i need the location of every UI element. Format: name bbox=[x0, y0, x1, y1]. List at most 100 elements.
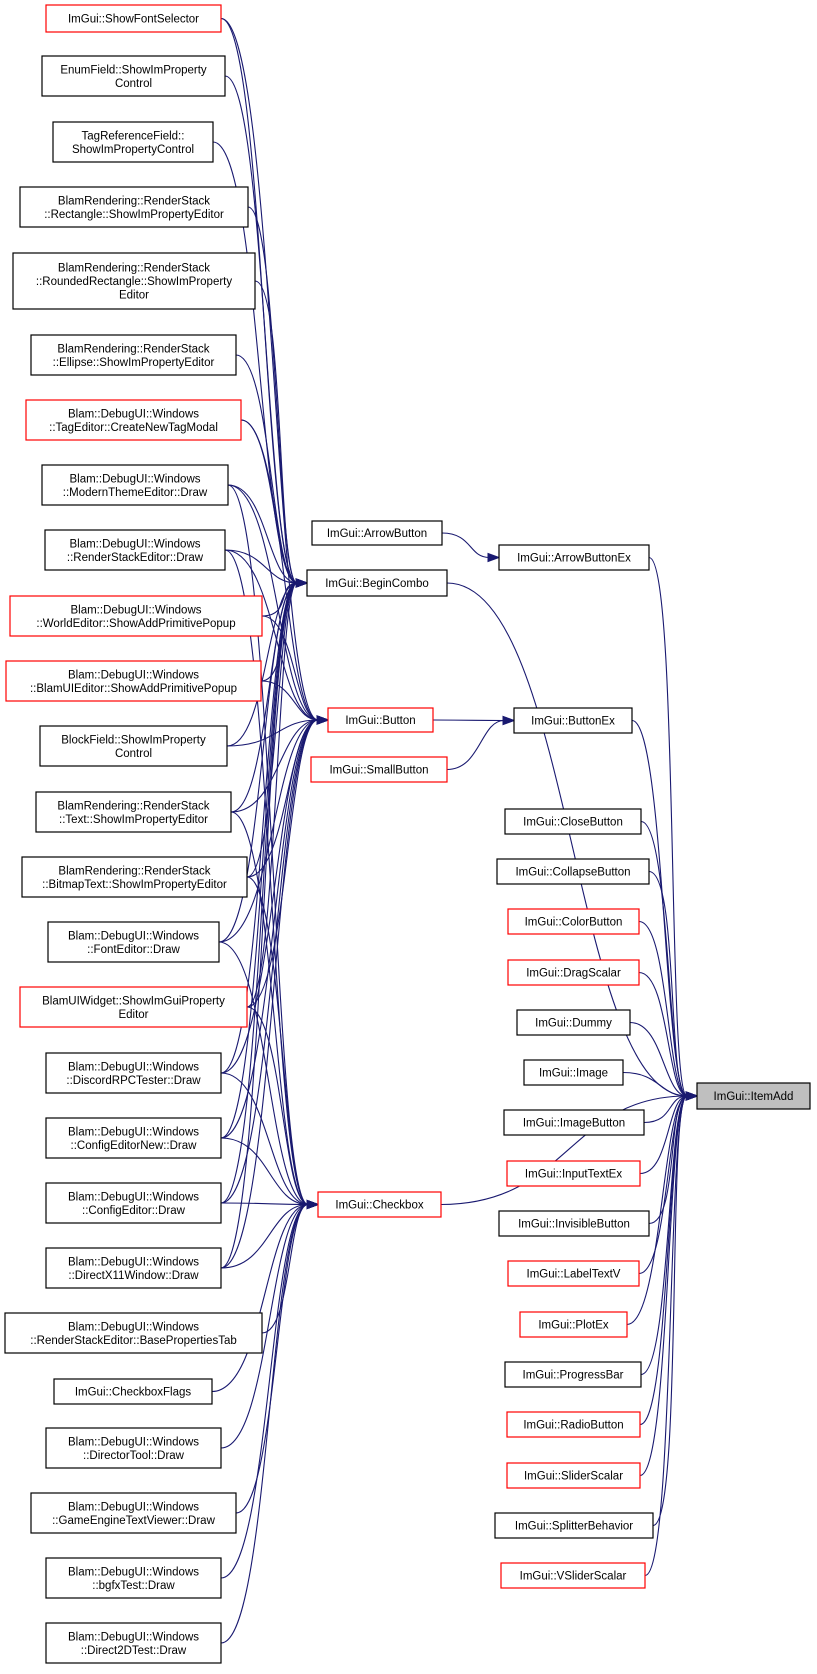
node-box bbox=[516, 1009, 631, 1036]
node-label-line: ::DirectX11Window::Draw bbox=[68, 1270, 199, 1282]
node-imgui-dummy[interactable]: ImGui::Dummy bbox=[516, 1009, 631, 1036]
node-imgui-checkbox[interactable]: ImGui::Checkbox bbox=[317, 1191, 442, 1218]
node-blam-debugui-windows-directx11window-draw[interactable]: Blam::DebugUI::Windows::DirectX11Window:… bbox=[45, 1247, 222, 1289]
node-blam-debugui-windows-worldeditor-showaddprimitivepopup[interactable]: Blam::DebugUI::Windows::WorldEditor::Sho… bbox=[9, 595, 263, 637]
node-blamrendering-renderstack-ellipse-showimpropertyeditor[interactable]: BlamRendering::RenderStack::Ellipse::Sho… bbox=[30, 334, 237, 376]
node-imgui-showfontselector[interactable]: ImGui::ShowFontSelector bbox=[45, 4, 222, 33]
node-blamrendering-renderstack-roundedrectangle-showimproperty-editor[interactable]: BlamRendering::RenderStack::RoundedRecta… bbox=[12, 252, 256, 310]
node-label-line: ::DirectorTool::Draw bbox=[83, 1450, 185, 1462]
node-imgui-collapsebutton[interactable]: ImGui::CollapseButton bbox=[496, 858, 650, 885]
node-imgui-buttonex[interactable]: ImGui::ButtonEx bbox=[513, 707, 633, 734]
node-label-line: ImGui::CollapseButton bbox=[515, 867, 630, 879]
node-blamrendering-renderstack-text-showimpropertyeditor[interactable]: BlamRendering::RenderStack::Text::ShowIm… bbox=[35, 791, 232, 833]
node-blam-debugui-windows-direct2dtest-draw[interactable]: Blam::DebugUI::Windows::Direct2DTest::Dr… bbox=[45, 1622, 222, 1664]
node-imgui-begincombo[interactable]: ImGui::BeginCombo bbox=[306, 569, 448, 597]
node-label-line: BlamRendering::RenderStack bbox=[57, 343, 209, 355]
node-label-line: Editor bbox=[118, 1009, 148, 1021]
node-label-line: ImGui::VSliderScalar bbox=[520, 1571, 627, 1583]
node-imgui-image[interactable]: ImGui::Image bbox=[523, 1059, 624, 1086]
call-edge bbox=[220, 582, 298, 1139]
call-edge bbox=[446, 719, 505, 771]
node-imgui-itemadd[interactable]: ImGui::ItemAdd bbox=[696, 1082, 811, 1110]
node-blam-debugui-windows-renderstackeditor-draw[interactable]: Blam::DebugUI::Windows::RenderStackEdito… bbox=[44, 529, 226, 571]
nodes-layer: ImGui::ShowFontSelectorEnumField::ShowIm… bbox=[4, 4, 811, 1664]
node-imgui-arrowbuttonex[interactable]: ImGui::ArrowButtonEx bbox=[498, 544, 650, 571]
node-blam-debugui-windows-directortool-draw[interactable]: Blam::DebugUI::Windows::DirectorTool::Dr… bbox=[45, 1427, 222, 1469]
node-imgui-invisiblebutton[interactable]: ImGui::InvisibleButton bbox=[498, 1210, 650, 1237]
node-imgui-radiobutton[interactable]: ImGui::RadioButton bbox=[506, 1411, 641, 1438]
node-label-line: ::FontEditor::Draw bbox=[87, 944, 180, 956]
node-box bbox=[39, 725, 228, 767]
node-imgui-imagebutton[interactable]: ImGui::ImageButton bbox=[503, 1109, 645, 1136]
node-imgui-labeltextv[interactable]: ImGui::LabelTextV bbox=[507, 1260, 640, 1287]
node-box bbox=[507, 1260, 640, 1287]
call-edge bbox=[220, 1202, 309, 1206]
node-blam-debugui-windows-gameenginetextviewer-draw[interactable]: Blam::DebugUI::Windows::GameEngineTextVi… bbox=[30, 1492, 237, 1534]
node-imgui-checkboxflags[interactable]: ImGui::CheckboxFlags bbox=[53, 1378, 213, 1405]
call-edge bbox=[218, 941, 309, 1206]
node-imgui-splitterbehavior[interactable]: ImGui::SplitterBehavior bbox=[494, 1512, 654, 1539]
node-blam-debugui-windows-bgfxtest-draw[interactable]: Blam::DebugUI::Windows::bgfxTest::Draw bbox=[45, 1557, 222, 1599]
call-edge bbox=[220, 719, 319, 1269]
node-label-line: ImGui::ArrowButtonEx bbox=[517, 553, 631, 565]
node-imgui-smallbutton[interactable]: ImGui::SmallButton bbox=[310, 756, 448, 783]
call-edge bbox=[220, 17, 319, 721]
node-label-line: ImGui::CloseButton bbox=[523, 817, 623, 829]
node-box bbox=[306, 569, 448, 597]
node-imgui-colorbutton[interactable]: ImGui::ColorButton bbox=[507, 908, 640, 935]
call-edge bbox=[220, 582, 298, 1269]
call-edge bbox=[260, 680, 319, 721]
node-imgui-plotex[interactable]: ImGui::PlotEx bbox=[519, 1311, 628, 1338]
node-blam-debugui-windows-tageditor-createnewtagmodal[interactable]: Blam::DebugUI::Windows::TagEditor::Creat… bbox=[25, 399, 242, 441]
node-imgui-arrowbutton[interactable]: ImGui::ArrowButton bbox=[311, 520, 443, 546]
node-blam-debugui-windows-blamuieditor-showaddprimitivepopup[interactable]: Blam::DebugUI::Windows::BlamUIEditor::Sh… bbox=[5, 660, 262, 702]
call-edge bbox=[224, 549, 298, 584]
node-box bbox=[513, 707, 633, 734]
node-blam-debugui-windows-fonteditor-draw[interactable]: Blam::DebugUI::Windows::FontEditor::Draw bbox=[47, 921, 220, 963]
node-imgui-vsliderscalar[interactable]: ImGui::VSliderScalar bbox=[500, 1562, 646, 1589]
call-edge bbox=[246, 1006, 309, 1206]
call-edge bbox=[240, 419, 319, 721]
node-imgui-inputtextex[interactable]: ImGui::InputTextEx bbox=[506, 1160, 641, 1187]
node-label-line: ::ConfigEditor::Draw bbox=[82, 1205, 186, 1217]
node-label-line: Control bbox=[115, 748, 152, 760]
call-edge bbox=[648, 556, 688, 1097]
node-blamrendering-renderstack-rectangle-showimpropertyeditor[interactable]: BlamRendering::RenderStack::Rectangle::S… bbox=[19, 186, 249, 228]
node-blam-debugui-windows-configeditornew-draw[interactable]: Blam::DebugUI::Windows::ConfigEditorNew:… bbox=[45, 1117, 222, 1159]
node-label-line: ImGui::DragScalar bbox=[526, 968, 621, 980]
call-edge bbox=[446, 582, 688, 1097]
node-blam-debugui-windows-discordrpctester-draw[interactable]: Blam::DebugUI::Windows::DiscordRPCTester… bbox=[45, 1052, 222, 1094]
node-box bbox=[25, 399, 242, 441]
node-blockfield-showimproperty-control[interactable]: BlockField::ShowImPropertyControl bbox=[39, 725, 228, 767]
node-blam-debugui-windows-configeditor-draw[interactable]: Blam::DebugUI::Windows::ConfigEditor::Dr… bbox=[45, 1182, 222, 1224]
call-edge bbox=[220, 1137, 309, 1206]
edge-arrowhead bbox=[295, 578, 309, 588]
node-label-line: ImGui::PlotEx bbox=[538, 1320, 609, 1332]
call-edge bbox=[227, 484, 309, 1206]
node-box bbox=[12, 252, 256, 310]
node-label-line: ::DiscordRPCTester::Draw bbox=[66, 1075, 201, 1087]
node-label-line: ::RenderStackEditor::Draw bbox=[67, 552, 204, 564]
node-imgui-progressbar[interactable]: ImGui::ProgressBar bbox=[504, 1361, 642, 1388]
node-blamrendering-renderstack-bitmaptext-showimpropertyeditor[interactable]: BlamRendering::RenderStack::BitmapText::… bbox=[21, 856, 248, 898]
node-blam-debugui-windows-modernthemeeditor-draw[interactable]: Blam::DebugUI::Windows::ModernThemeEdito… bbox=[41, 464, 229, 506]
node-box bbox=[19, 986, 248, 1028]
node-label-line: ::ConfigEditorNew::Draw bbox=[71, 1140, 198, 1152]
node-box bbox=[696, 1082, 811, 1110]
node-enumfield-showimproperty-control[interactable]: EnumField::ShowImPropertyControl bbox=[41, 55, 226, 97]
call-edge bbox=[224, 549, 319, 721]
node-label-line: BlamRendering::RenderStack bbox=[58, 865, 210, 877]
call-edge bbox=[648, 870, 688, 1097]
node-imgui-dragscalar[interactable]: ImGui::DragScalar bbox=[507, 959, 640, 986]
node-imgui-sliderscalar[interactable]: ImGui::SliderScalar bbox=[506, 1462, 641, 1489]
node-box bbox=[507, 908, 640, 935]
node-label-line: ImGui::Image bbox=[539, 1068, 608, 1080]
node-imgui-button[interactable]: ImGui::Button bbox=[327, 707, 434, 733]
call-edge bbox=[261, 615, 319, 721]
node-tagreferencefield-showimpropertycontrol[interactable]: TagReferenceField::ShowImPropertyControl bbox=[52, 121, 214, 163]
node-imgui-closebutton[interactable]: ImGui::CloseButton bbox=[504, 808, 642, 835]
call-edge bbox=[643, 1095, 688, 1124]
node-label-line: ImGui::ArrowButton bbox=[327, 528, 427, 540]
node-blam-debugui-windows-renderstackeditor-basepropertiestab[interactable]: Blam::DebugUI::Windows::RenderStackEdito… bbox=[4, 1312, 263, 1354]
